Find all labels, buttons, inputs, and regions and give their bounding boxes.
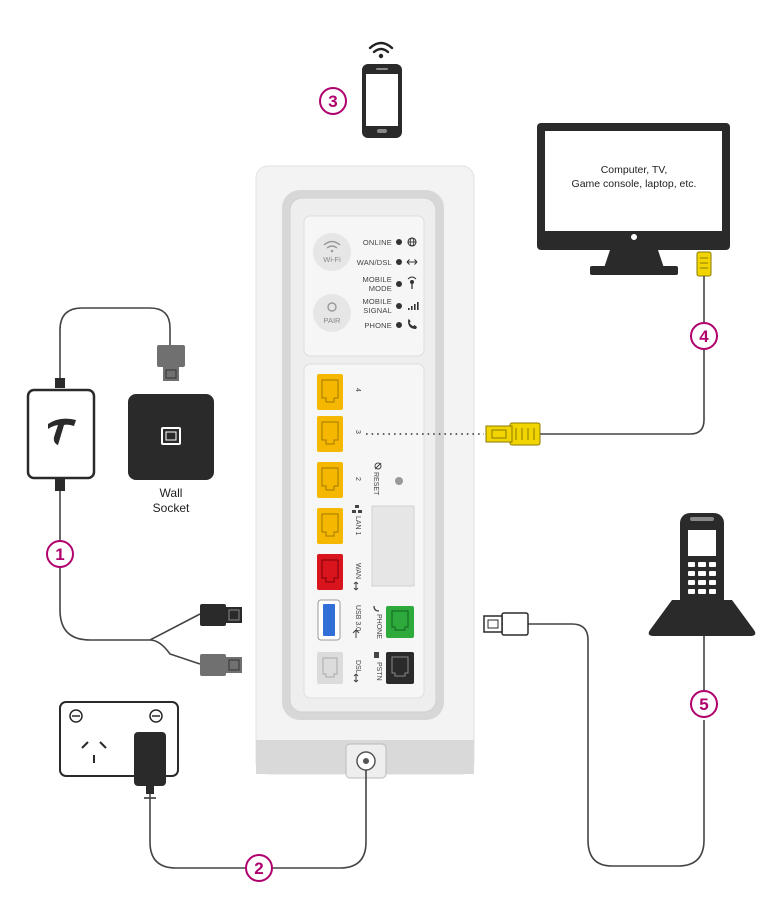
phone-line-plug-white [483, 612, 529, 636]
lan-port-3: 3 [317, 416, 361, 452]
filter-cable-bottom [59, 491, 201, 665]
step-4-badge: 4 [690, 322, 718, 350]
reset-label: RESET [372, 472, 379, 496]
usb-icon [352, 629, 360, 638]
led-phone: PHONE [364, 318, 417, 330]
step-4-number: 4 [699, 327, 709, 346]
usb-port-label: USB 3.0 [354, 605, 361, 631]
phone-port-label: PHONE [375, 614, 382, 639]
step-3-badge: 3 [319, 87, 347, 115]
led-wan-dsl: WAN/DSL [357, 258, 418, 267]
dsl-port: DSL [317, 652, 361, 684]
no-symbol-icon [374, 462, 382, 470]
step-3-number: 3 [328, 92, 337, 111]
power-adapter [134, 732, 166, 799]
phone-base [648, 600, 756, 636]
lan-ethernet-plug [485, 422, 541, 446]
filter-cable-top [59, 307, 171, 380]
wifi-button-label: Wi-Fi [323, 255, 341, 264]
splitter-plug-black [200, 604, 242, 626]
lan-port-3-label: 3 [354, 430, 361, 434]
monitor-ethernet-plug [696, 251, 712, 277]
monitor-label-line-1: Computer, TV, [601, 164, 668, 176]
phone-line-plug [157, 345, 185, 381]
lan-port-1-label: LAN 1 [354, 516, 361, 536]
lan-port-2-label: 2 [354, 477, 361, 481]
pstn-port: PSTN [374, 652, 414, 684]
phone-cable [528, 623, 705, 867]
usb-port: USB 3.0 [317, 599, 361, 641]
smartphone [362, 41, 402, 138]
signal-bars-icon [408, 302, 419, 310]
globe-icon [407, 237, 417, 247]
lan-port-2: 2 [317, 462, 361, 498]
reset-button: RESET [372, 462, 403, 496]
step-5-badge: 5 [690, 690, 718, 718]
wan-port: WAN [317, 554, 361, 591]
step-2-badge: 2 [245, 854, 273, 882]
arrows-icon [406, 259, 418, 265]
led-mobile-mode-label-2: MODE [369, 284, 392, 293]
line-filter [26, 378, 96, 491]
dsl-port-label: DSL [354, 660, 361, 674]
lan-port-1: LAN 1 [317, 505, 362, 544]
led-online: ONLINE [363, 237, 417, 247]
ethernet-cable [540, 276, 705, 435]
pair-button: PAIR [313, 294, 351, 332]
led-mobile-signal: MOBILE SIGNAL [362, 297, 419, 315]
step-1-badge: 1 [46, 540, 74, 568]
wifi-signal-icon [368, 41, 394, 54]
pstn-icon [374, 652, 379, 658]
pair-button-label: PAIR [324, 316, 342, 325]
lan-port-4: 4 [317, 374, 361, 410]
phone-port-icon [373, 605, 380, 612]
computer-monitor: Computer, TV, Game console, laptop, etc. [537, 123, 730, 275]
led-mobile-mode: MOBILE MODE [362, 275, 417, 293]
monitor-label-line-2: Game console, laptop, etc. [572, 178, 697, 190]
antenna-icon [407, 276, 417, 289]
led-wan-dsl-label: WAN/DSL [357, 258, 392, 267]
led-phone-label: PHONE [364, 321, 392, 330]
led-online-label: ONLINE [363, 238, 392, 247]
wifi-button: Wi-Fi [313, 233, 351, 271]
pstn-port-label: PSTN [375, 662, 382, 681]
wall-socket-label-2: Socket [153, 501, 190, 515]
lan-port-4-label: 4 [354, 388, 361, 392]
led-mobile-mode-label-1: MOBILE [362, 275, 392, 284]
led-mobile-signal-label-2: SIGNAL [363, 306, 392, 315]
splitter-plug-grey [200, 654, 242, 676]
status-window [371, 505, 415, 587]
network-icon [352, 505, 362, 513]
dsl-arrows-icon [353, 673, 359, 683]
led-mobile-signal-label-1: MOBILE [362, 297, 392, 306]
telstra-logo-icon [48, 418, 76, 445]
phone-port: PHONE [373, 605, 414, 639]
wall-socket: Wall Socket [128, 394, 214, 515]
step-2-number: 2 [254, 859, 263, 878]
wan-arrows-icon [353, 581, 359, 591]
wall-socket-label-1: Wall [160, 486, 183, 500]
step-5-number: 5 [699, 695, 708, 714]
power-cable [149, 770, 367, 869]
step-1-number: 1 [55, 545, 64, 564]
cordless-phone [648, 513, 756, 636]
phone-icon [408, 318, 417, 329]
wan-port-label: WAN [354, 563, 361, 579]
